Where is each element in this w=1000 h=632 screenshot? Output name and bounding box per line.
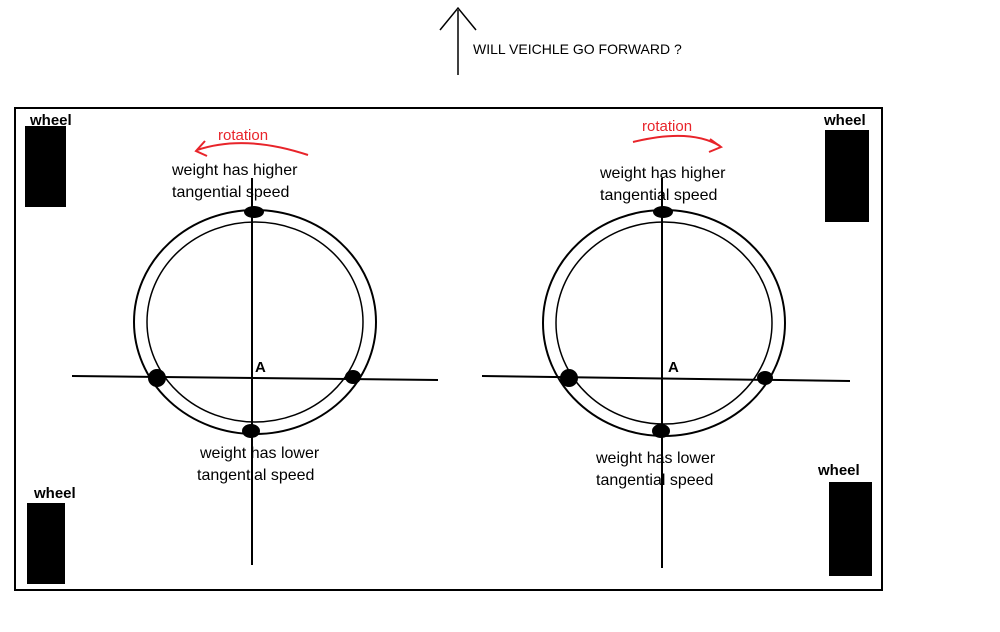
left-inner-ring bbox=[146, 221, 364, 423]
right-top-text-2: tangential speed bbox=[600, 187, 717, 204]
wheel-label-top-right: wheel bbox=[823, 112, 866, 129]
wheel-label-bottom-right: wheel bbox=[817, 462, 860, 479]
right-bottom-text-2: tangential speed bbox=[596, 472, 713, 489]
right-inner-ring bbox=[555, 221, 773, 425]
question-title: WILL VEICHLE GO FORWARD ? bbox=[473, 41, 682, 57]
right-center-label: A bbox=[668, 359, 679, 376]
right-bottom-text-1: weight has lower bbox=[595, 450, 716, 467]
wheel-bottom-right bbox=[829, 482, 872, 576]
vehicle-body bbox=[14, 107, 883, 591]
wheel-label-bottom-left: wheel bbox=[33, 485, 76, 502]
right-weight-top bbox=[653, 206, 673, 218]
left-bottom-text-2: tangential speed bbox=[197, 467, 314, 484]
left-top-text-1: weight has higher bbox=[171, 162, 298, 179]
wheel-label-top-left: wheel bbox=[29, 112, 72, 129]
right-weight-bottom bbox=[652, 424, 670, 438]
left-top-text-2: tangential speed bbox=[172, 184, 289, 201]
left-center-label: A bbox=[255, 359, 266, 376]
left-weight-right bbox=[345, 370, 361, 384]
left-weight-top bbox=[244, 206, 264, 218]
forward-arrow-icon bbox=[439, 6, 477, 75]
wheel-top-right bbox=[825, 130, 869, 222]
left-rotation-label: rotation bbox=[218, 127, 268, 144]
left-weight-left bbox=[148, 369, 166, 387]
left-rotation-arrow-icon bbox=[196, 142, 309, 156]
right-disc bbox=[481, 134, 851, 568]
left-bottom-text-1: weight has lower bbox=[199, 445, 320, 462]
right-rotation-label: rotation bbox=[642, 118, 692, 135]
left-horizontal-axis bbox=[71, 375, 439, 381]
left-weight-bottom bbox=[242, 424, 260, 438]
right-outer-ring bbox=[542, 209, 786, 437]
wheel-bottom-left bbox=[27, 503, 65, 584]
right-weight-left bbox=[560, 369, 578, 387]
left-disc bbox=[71, 140, 439, 565]
right-horizontal-axis bbox=[481, 375, 851, 382]
right-weight-right bbox=[757, 371, 773, 385]
right-rotation-arrow-icon bbox=[632, 134, 721, 147]
wheel-top-left bbox=[25, 126, 66, 207]
right-top-text-1: weight has higher bbox=[599, 165, 726, 182]
left-outer-ring bbox=[133, 209, 377, 435]
